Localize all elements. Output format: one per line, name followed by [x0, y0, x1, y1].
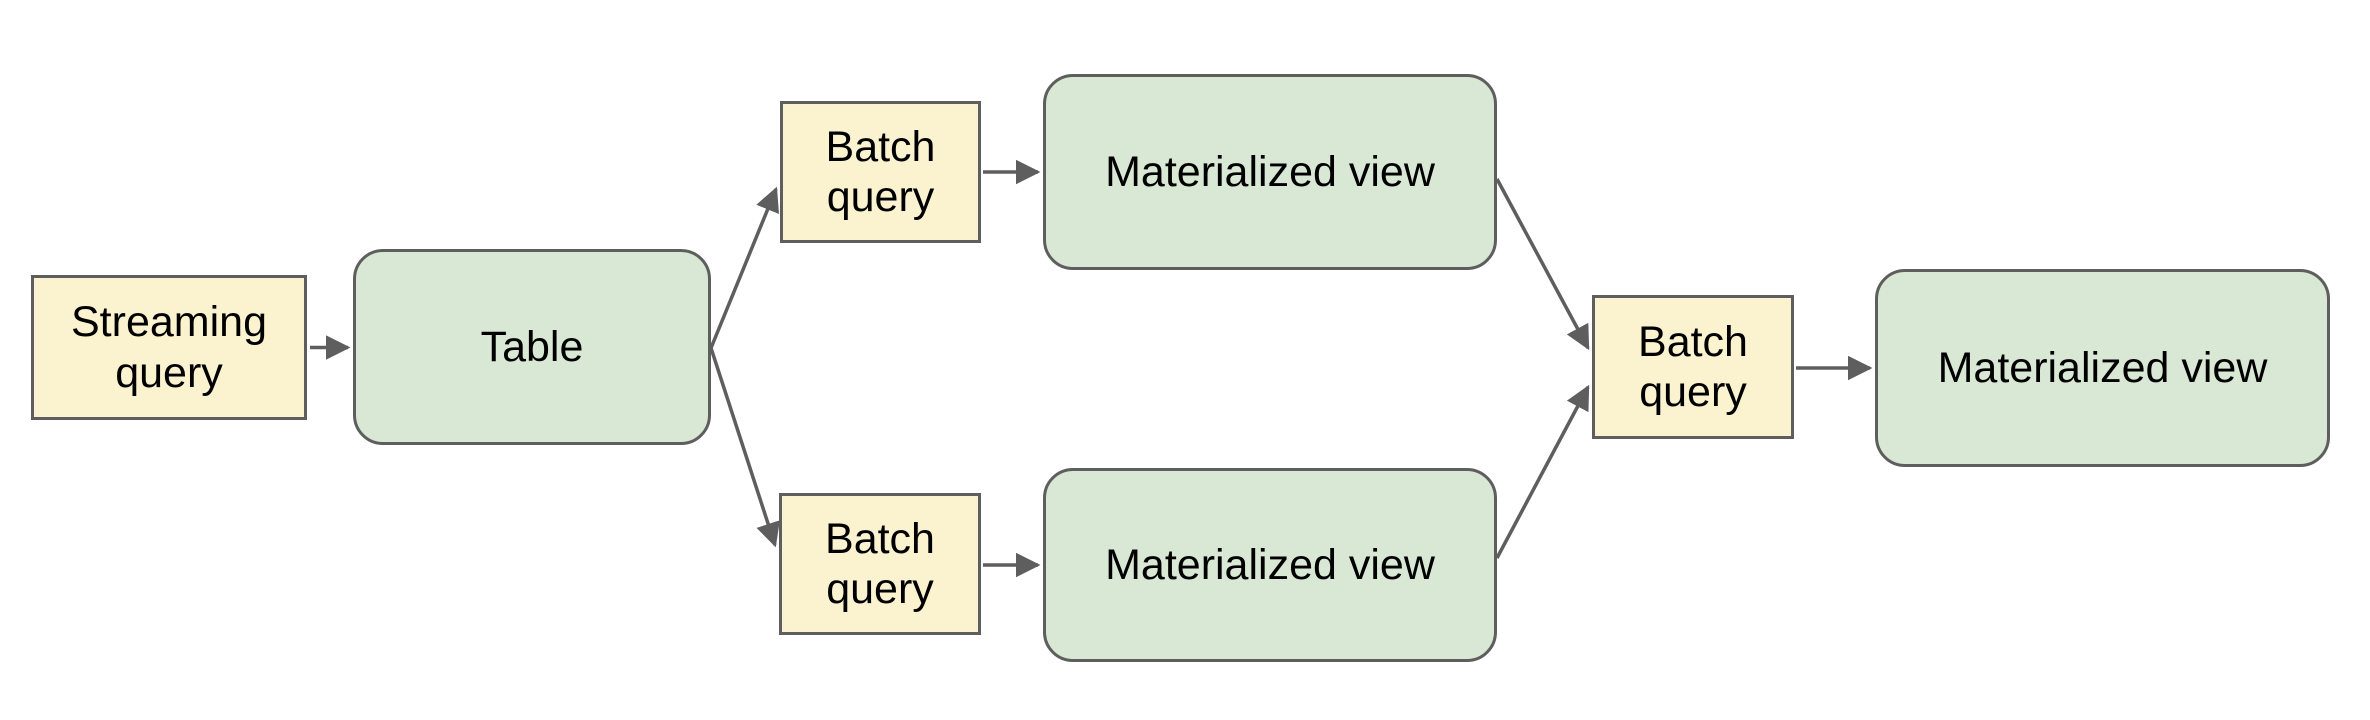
node-label: Materialized view	[1105, 147, 1435, 196]
node-materialized-view-right: Materialized view	[1875, 269, 2330, 467]
node-label: Batch query	[1638, 317, 1748, 416]
node-label: Materialized view	[1105, 540, 1435, 589]
edge-materialized-view-top-to-batch-query-right	[1495, 178, 1590, 351]
node-batch-query-top: Batch query	[780, 101, 981, 243]
node-label: Batch query	[825, 514, 935, 613]
node-materialized-view-top: Materialized view	[1043, 74, 1497, 270]
node-label: Materialized view	[1937, 343, 2268, 392]
node-batch-query-bottom: Batch query	[779, 493, 981, 635]
node-materialized-view-bottom: Materialized view	[1043, 468, 1497, 662]
node-streaming-query: Streaming query	[31, 275, 307, 420]
edge-materialized-view-bottom-to-batch-query-right	[1495, 384, 1590, 559]
node-label: Streaming query	[71, 298, 267, 397]
node-batch-query-right: Batch query	[1592, 295, 1794, 439]
edge-table-to-batch-query-top	[709, 186, 779, 349]
node-table: Table	[353, 249, 711, 445]
node-label: Table	[480, 322, 584, 371]
edge-table-to-batch-query-bottom	[709, 347, 780, 548]
node-label: Batch query	[825, 122, 936, 221]
